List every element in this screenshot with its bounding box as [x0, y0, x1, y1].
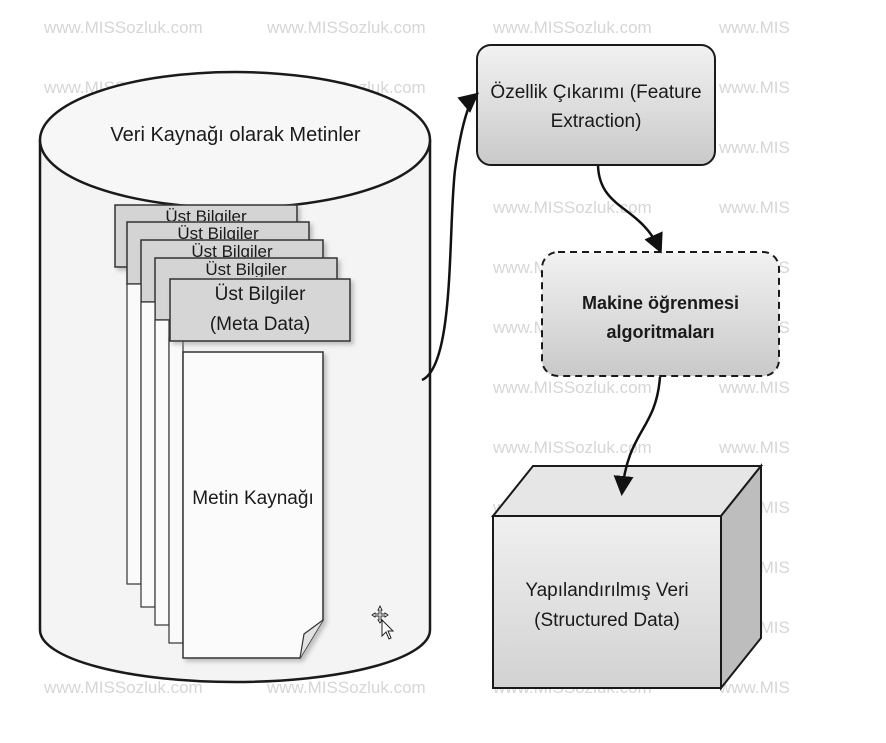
watermark-text: www.MISSozluk.com	[44, 18, 203, 37]
document-label: Metin Kaynağı	[192, 488, 314, 509]
arrow-db-to-feature	[421, 92, 480, 382]
meta-card-label-3: Üst Bilgiler	[191, 242, 273, 257]
watermark-text: www.MISSozluk.com	[267, 18, 426, 37]
watermark-text: www.MISSozluk.com	[493, 378, 652, 397]
watermark-text-partial: www.MIS	[719, 138, 790, 157]
cube-label-line1: Yapılandırılmış Veri	[525, 580, 689, 601]
structured-data-cube	[490, 463, 764, 691]
arrow-ml-to-cube	[613, 376, 662, 496]
feature-box-line1: Özellik Çıkarımı (Feature	[490, 82, 702, 103]
watermark-text: www.MISSozluk.com	[493, 198, 652, 217]
watermark-text: www.MISSozluk.com	[493, 18, 652, 37]
metin-kaynagi-document	[182, 351, 324, 659]
database-title: Veri Kaynağı olarak Metinler	[110, 124, 361, 146]
watermark-text-partial: www.MIS	[719, 438, 790, 457]
watermark-text-partial: www.MIS	[719, 198, 790, 217]
meta-card-label-2: Üst Bilgiler	[177, 224, 259, 240]
watermark-text-partial: www.MIS	[719, 78, 790, 97]
feature-extraction-box	[476, 44, 716, 166]
meta-card-label-1: Üst Bilgiler	[165, 207, 247, 221]
arrow-feature-to-ml	[596, 165, 663, 254]
meta-card-stack	[114, 204, 351, 644]
meta-data-line1: Üst Bilgiler	[214, 284, 306, 305]
meta-data-line2: (Meta Data)	[209, 314, 311, 335]
watermark-text-partial: www.MIS	[719, 378, 790, 397]
watermark-text-partial: www.MIS	[719, 18, 790, 37]
watermark-text-partial: www.MIS	[719, 678, 790, 697]
feature-box-line2: Extraction)	[550, 111, 642, 132]
ml-algorithms-box	[541, 251, 780, 377]
move-cursor-icon	[371, 604, 395, 640]
cube-label-line2: (Structured Data)	[534, 610, 680, 631]
meta-card-label-4: Üst Bilgiler	[205, 260, 287, 277]
watermark-text: www.MISSozluk.com	[44, 678, 203, 697]
watermark-text: www.MISSozluk.com	[267, 678, 426, 697]
ml-box-line1: Makine öğrenmesi	[581, 293, 740, 313]
ml-box-line2: algoritmaları	[606, 322, 715, 342]
watermark-text: www.MISSozluk.com	[493, 438, 652, 457]
